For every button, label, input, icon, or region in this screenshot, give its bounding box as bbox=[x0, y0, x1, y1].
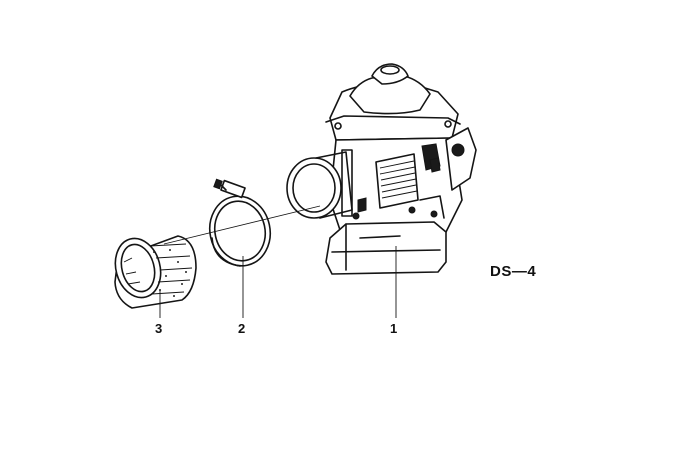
rubber-sleeve-illustration bbox=[114, 235, 197, 309]
leader-lines bbox=[159, 205, 397, 318]
callout-3-label: 3 bbox=[155, 321, 163, 336]
callout-2-label: 2 bbox=[238, 321, 246, 336]
diagram-code: DS—4 bbox=[490, 263, 537, 280]
hose-clamp-illustration bbox=[208, 178, 272, 267]
carburetor-illustration bbox=[286, 63, 477, 275]
callout-1-label: 1 bbox=[390, 321, 398, 336]
